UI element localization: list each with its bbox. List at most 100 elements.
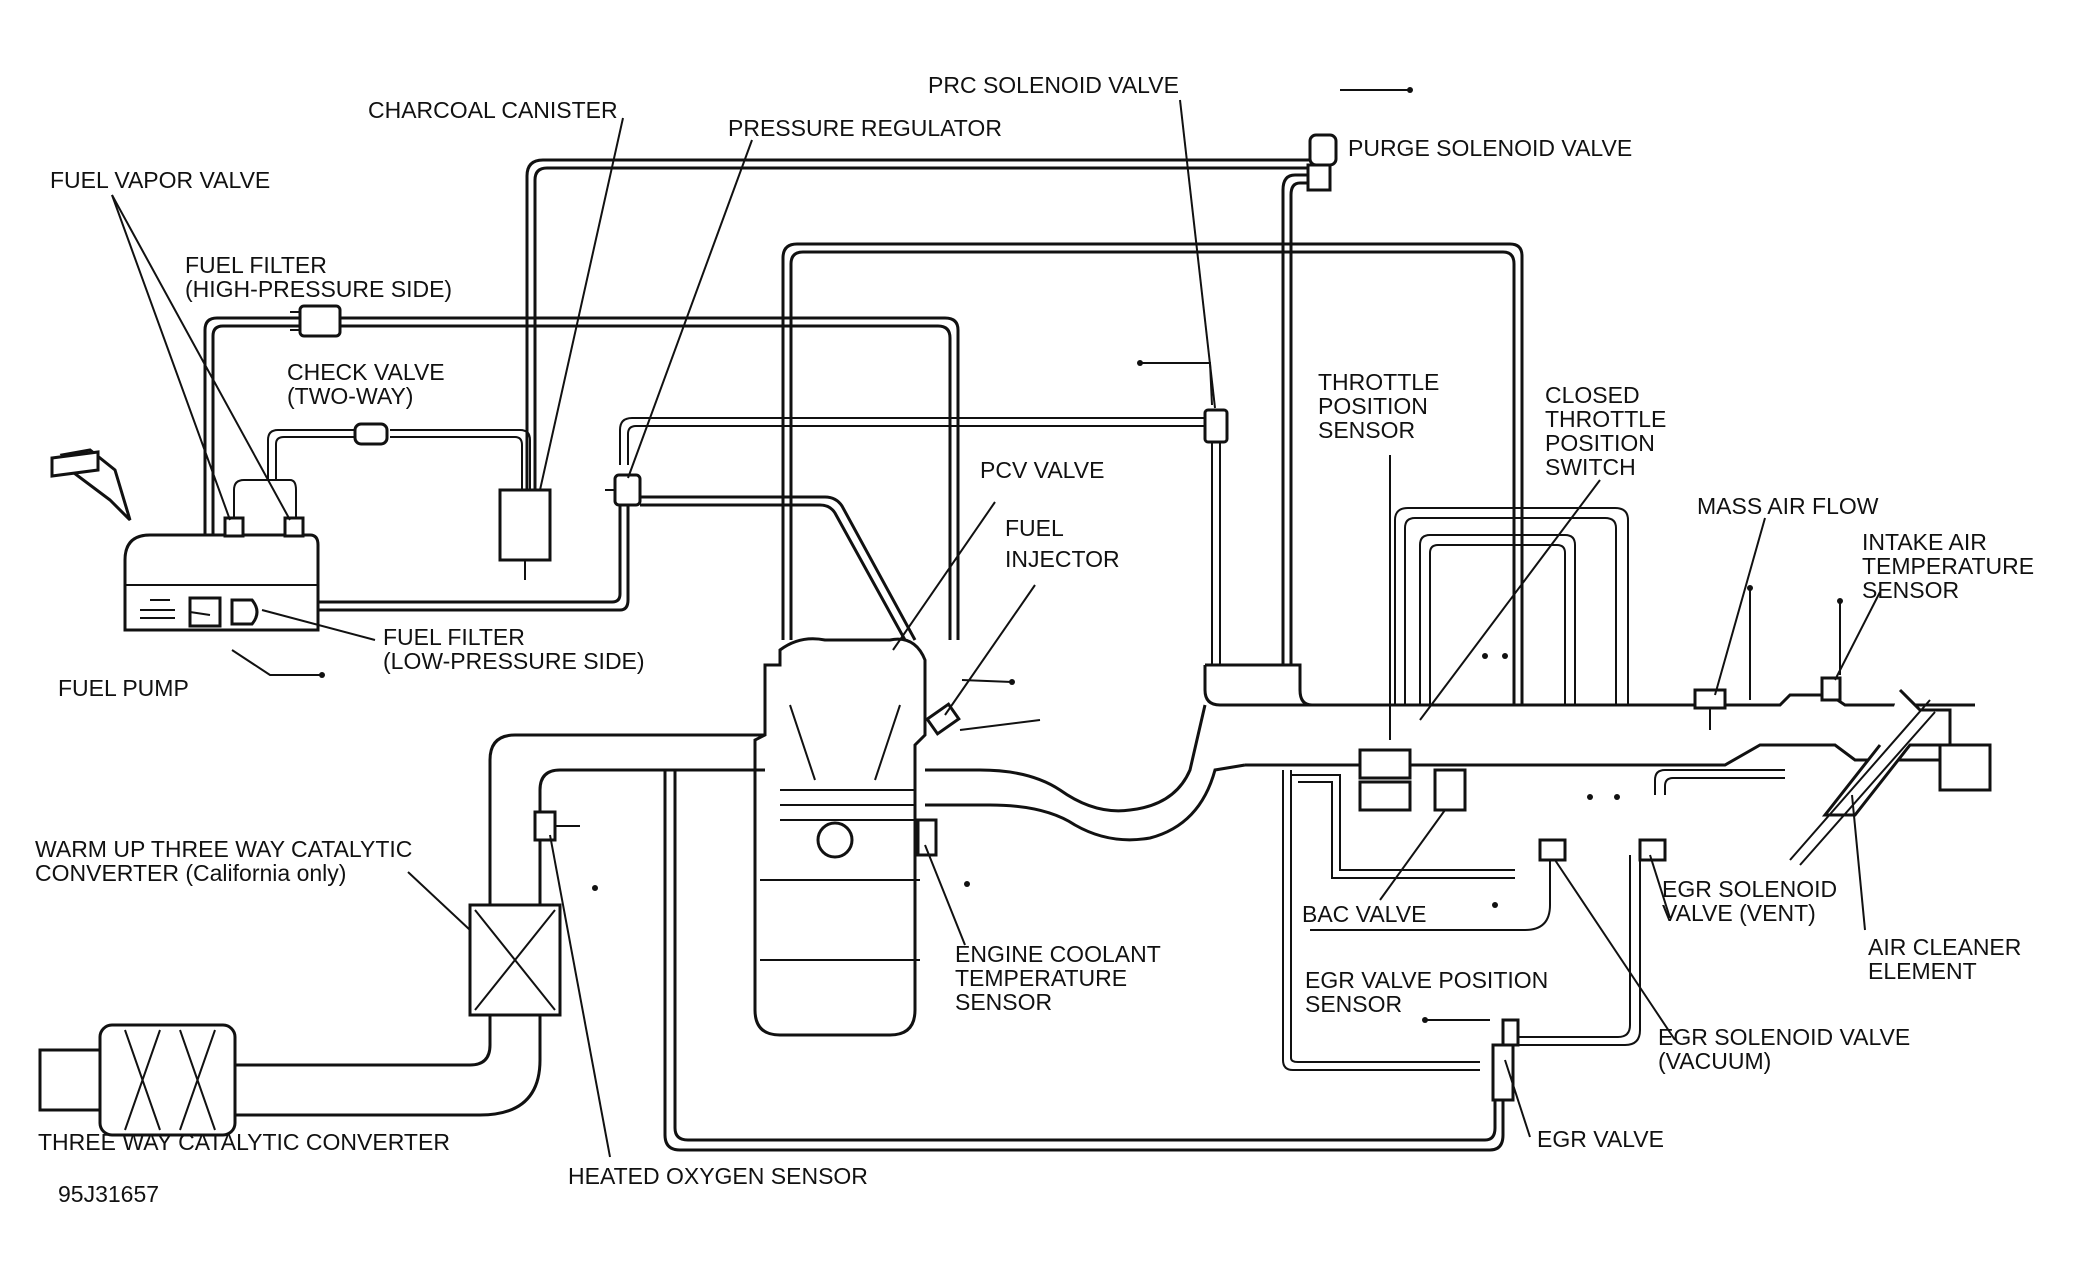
- label-fuel-filter-low-2: (LOW-PRESSURE SIDE): [383, 648, 645, 674]
- egr-pipe-b: [673, 770, 1497, 1142]
- tps-loop-inner: [1404, 517, 1617, 705]
- purge-to-intake-hose-inner: [1289, 181, 1310, 665]
- label-egr-sol-vent-1: EGR SOLENOID: [1662, 876, 1837, 902]
- exhaust-manifold-b: [538, 768, 765, 910]
- label-fuel-injector-1: FUEL: [1005, 515, 1064, 541]
- vapor-line: [267, 429, 355, 480]
- egr-solenoid-lines: [1310, 860, 1551, 931]
- label-ctps-1: CLOSED: [1545, 382, 1640, 408]
- label-ctps-3: POSITION: [1545, 430, 1655, 456]
- purge-solenoid: [1306, 133, 1338, 192]
- prc-line: [619, 417, 1205, 465]
- purge-to-intake-hose: [1281, 173, 1310, 665]
- label-pcv-valve: PCV VALVE: [980, 457, 1104, 483]
- vapor-line-c: [390, 429, 531, 490]
- label-ect-3: SENSOR: [955, 989, 1052, 1015]
- intake-runner: [925, 704, 1207, 813]
- label-purge-solenoid-valve: PURGE SOLENOID VALVE: [1348, 135, 1632, 161]
- label-fuel-filter-low-1: FUEL FILTER: [383, 624, 525, 650]
- label-charcoal-canister: CHARCOAL CANISTER: [368, 97, 618, 123]
- engine-block: [753, 637, 927, 1037]
- purge-hose: [533, 166, 1310, 490]
- label-mass-air-flow: MASS AIR FLOW: [1697, 493, 1879, 519]
- label-egr-vps-1: EGR VALVE POSITION: [1305, 967, 1548, 993]
- label-heated-oxygen-sensor: HEATED OXYGEN SENSOR: [568, 1163, 868, 1189]
- top-vacuum-line-inner: [789, 250, 1516, 705]
- label-egr-sol-vent-2: VALVE (VENT): [1662, 900, 1816, 926]
- ect-sensor: [916, 818, 938, 857]
- label-egr-sol-vac-1: EGR SOLENOID VALVE: [1658, 1024, 1910, 1050]
- warm-up-converter: [468, 903, 562, 1017]
- label-fuel-injector-2: INJECTOR: [1005, 546, 1120, 572]
- label-check-valve-1: CHECK VALVE: [287, 359, 445, 385]
- label-iat-2: TEMPERATURE: [1862, 553, 2034, 579]
- vapor-line-d: [390, 436, 523, 490]
- exhaust-manifold: [488, 733, 765, 910]
- egr-vacuum-line: [1282, 770, 1480, 1071]
- egr-vacuum-line-b: [1290, 770, 1480, 1063]
- label-ect-1: ENGINE COOLANT: [955, 941, 1161, 967]
- prc-line-b: [627, 425, 1205, 465]
- label-tps-2: POSITION: [1318, 393, 1428, 419]
- intake-connection: [1205, 663, 1313, 707]
- egr-solenoid-top-b: [1664, 777, 1785, 795]
- label-three-way-converter: THREE WAY CATALYTIC CONVERTER: [38, 1129, 450, 1155]
- label-ect-2: TEMPERATURE: [955, 965, 1127, 991]
- three-way-converter: [38, 1023, 237, 1137]
- label-fuel-vapor-valve: FUEL VAPOR VALVE: [50, 167, 270, 193]
- mass-air-flow-sensor: [1693, 688, 1727, 730]
- label-iat-3: SENSOR: [1862, 577, 1959, 603]
- label-check-valve-2: (TWO-WAY): [287, 383, 413, 409]
- label-ctps-4: SWITCH: [1545, 454, 1636, 480]
- vapor-line-b: [275, 436, 355, 480]
- label-warm-up-converter-2: CONVERTER (California only): [35, 860, 346, 886]
- pressure-regulator: [605, 473, 642, 507]
- exhaust-pipe-b: [230, 1015, 542, 1117]
- tps-loop: [1394, 507, 1629, 705]
- egr-solenoid-top: [1654, 769, 1785, 795]
- fuel-vapor-valve-fittings: [223, 479, 305, 538]
- purge-hose-outer: [525, 158, 1310, 490]
- leader-lines: [111, 89, 1881, 1158]
- fuel-tank: [50, 448, 320, 632]
- label-air-cleaner-1: AIR CLEANER: [1868, 934, 2021, 960]
- label-fuel-filter-high-2: (HIGH-PRESSURE SIDE): [185, 276, 452, 302]
- exhaust-pipe: [230, 1015, 492, 1067]
- label-tps-3: SENSOR: [1318, 417, 1415, 443]
- bac-line-b: [1298, 781, 1515, 879]
- label-air-cleaner-2: ELEMENT: [1868, 958, 1977, 984]
- bac-line: [1290, 774, 1515, 871]
- label-prc-solenoid-valve: PRC SOLENOID VALVE: [928, 72, 1179, 98]
- ctps-loop-inner: [1429, 544, 1566, 705]
- label-egr-sol-vac-2: (VACUUM): [1658, 1048, 1771, 1074]
- fuel-injector-part: [925, 702, 961, 736]
- regulator-vacuum-line-b: [640, 503, 907, 641]
- intake-plenum-top: [1203, 665, 1975, 707]
- charcoal-canister: [498, 488, 552, 580]
- egr-solenoid-lines-b: [1510, 855, 1631, 1038]
- label-iat-1: INTAKE AIR: [1862, 529, 1987, 555]
- label-fuel-filter-high-1: FUEL FILTER: [185, 252, 327, 278]
- label-fuel-pump: FUEL PUMP: [58, 675, 189, 701]
- air-cleaner: [1789, 688, 1992, 866]
- egr-solenoid-vent: [1638, 838, 1667, 862]
- label-egr-valve: EGR VALVE: [1537, 1126, 1664, 1152]
- intake-air-temperature-sensor: [1820, 676, 1842, 702]
- label-ctps-2: THROTTLE: [1545, 406, 1666, 432]
- ctps-loop: [1419, 534, 1576, 705]
- egr-solenoid-vacuum: [1538, 838, 1567, 862]
- check-valve: [353, 422, 389, 446]
- prc-solenoid: [1203, 408, 1229, 444]
- fuel-return-line: [300, 505, 630, 612]
- egr-solenoid-lines-c: [1510, 855, 1641, 1046]
- label-bac-valve: BAC VALVE: [1302, 901, 1426, 927]
- top-vacuum-line: [781, 242, 1524, 705]
- regulator-vacuum-line: [640, 495, 917, 641]
- fuel-filter-high: [290, 304, 342, 338]
- label-pressure-regulator: PRESSURE REGULATOR: [728, 115, 1002, 141]
- fuel-return-line-b: [300, 505, 622, 604]
- heated-oxygen-sensor-part: [533, 810, 580, 842]
- intake-runner-b: [925, 763, 1246, 842]
